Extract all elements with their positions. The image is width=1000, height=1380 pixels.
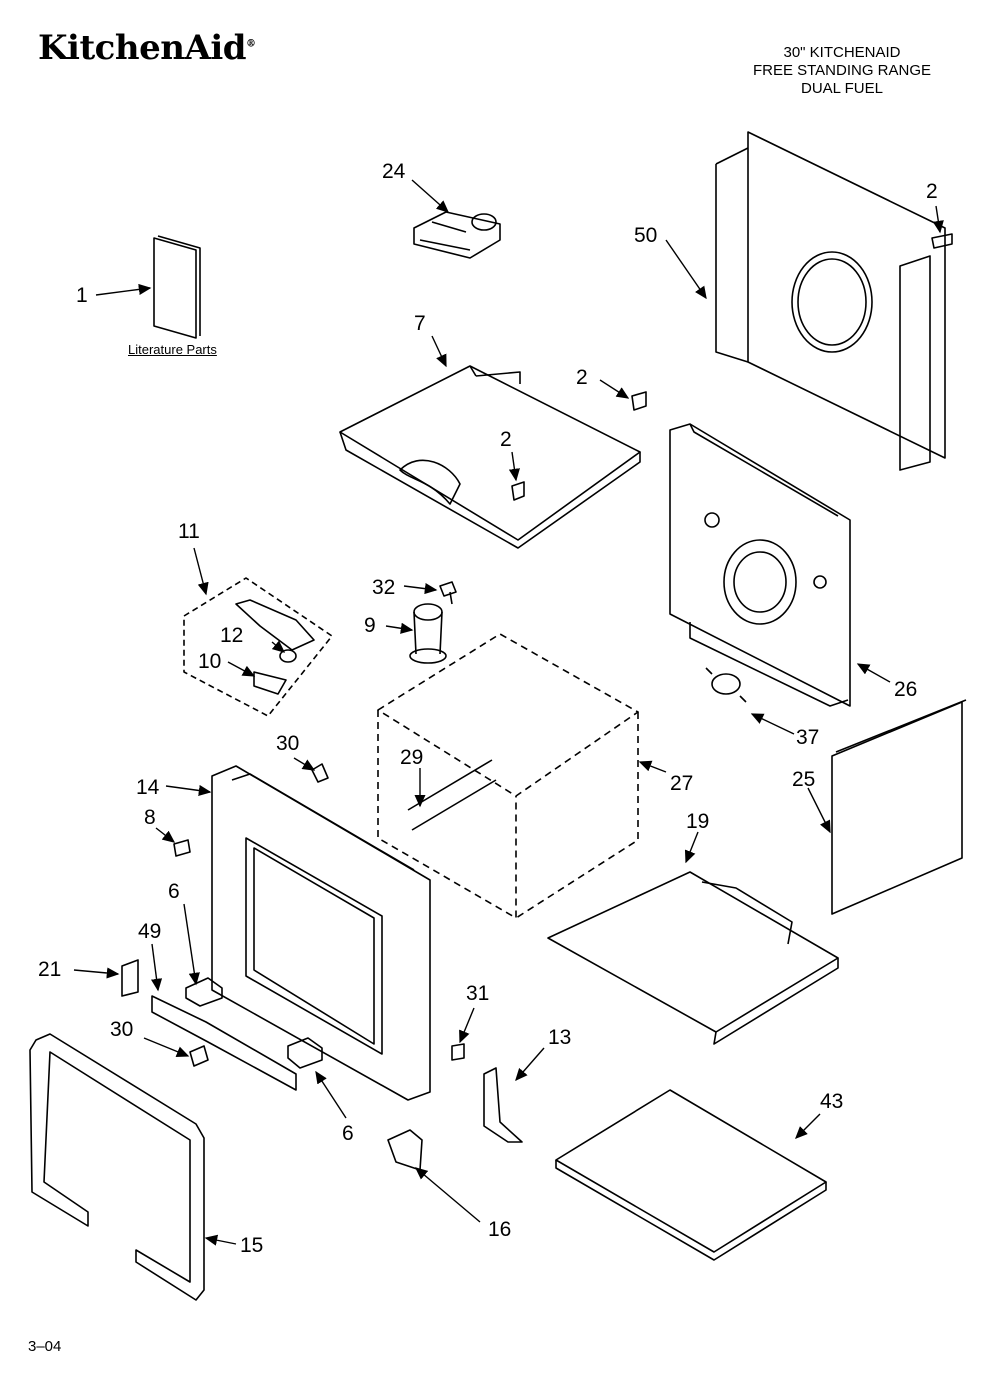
bracket-16 <box>387 1129 423 1171</box>
callout-26: 26 <box>894 678 917 701</box>
callout-37: 37 <box>796 726 819 749</box>
diagram-title: 30" KITCHENAID FREE STANDING RANGE DUAL … <box>722 44 962 98</box>
callout-21: 21 <box>38 958 61 981</box>
callout-32: 32 <box>372 576 395 599</box>
switch-part <box>413 211 501 259</box>
title-line-2: FREE STANDING RANGE <box>752 62 932 79</box>
side-panel <box>831 699 967 915</box>
back-wall-frame <box>669 423 851 707</box>
brand-logo: KitchenAid® <box>38 28 256 68</box>
callout-12: 12 <box>220 624 243 647</box>
callout-11: 11 <box>178 520 200 543</box>
callout-9: 9 <box>364 614 376 637</box>
screw-32 <box>439 581 457 605</box>
light-kit-box <box>183 577 333 717</box>
callout-15: 15 <box>240 1234 263 1257</box>
callout-6-upper: 6 <box>168 880 180 903</box>
callout-50: 50 <box>634 224 657 247</box>
callout-49: 49 <box>138 920 161 943</box>
screws <box>173 233 953 1067</box>
callout-30-lower: 30 <box>110 1018 133 1041</box>
lower-frame <box>555 1089 827 1261</box>
callout-31: 31 <box>466 982 489 1005</box>
oven-cavity <box>377 633 639 919</box>
callout-30-upper: 30 <box>276 732 299 755</box>
callout-19: 19 <box>686 810 709 833</box>
callout-13: 13 <box>548 1026 571 1049</box>
light-kit-parts <box>235 599 315 695</box>
title-line-3: DUAL FUEL <box>801 80 883 97</box>
callout-2-low: 2 <box>500 428 512 451</box>
callout-16: 16 <box>488 1218 511 1241</box>
callout-2-mid: 2 <box>576 366 588 389</box>
top-frame <box>339 365 641 549</box>
callout-14: 14 <box>136 776 160 799</box>
leader-lines <box>73 179 944 1246</box>
literature-parts-label: Literature Parts <box>128 342 217 357</box>
vent-tube <box>409 603 447 664</box>
callout-25: 25 <box>792 768 815 791</box>
callout-8: 8 <box>144 806 156 829</box>
callout-27: 27 <box>670 772 693 795</box>
literature-booklet <box>153 235 201 339</box>
front-frame <box>211 765 431 1101</box>
bracket-13 <box>483 1067 523 1143</box>
cavity-rods <box>407 759 497 831</box>
title-line-1: 30" KITCHENAID <box>783 44 901 61</box>
page-code: 3–04 <box>28 1338 62 1355</box>
insulation-pieces <box>121 959 323 1091</box>
callout-6-lower: 6 <box>342 1122 354 1145</box>
door-gasket <box>29 1033 205 1301</box>
callout-1: 1 <box>76 284 88 307</box>
callout-29: 29 <box>400 746 423 769</box>
rear-panel <box>715 131 946 471</box>
callout-10: 10 <box>198 650 221 673</box>
callout-43: 43 <box>820 1090 843 1113</box>
callout-24: 24 <box>382 160 406 183</box>
thermostat-part <box>705 667 747 703</box>
callout-7: 7 <box>414 312 426 335</box>
callout-2-top: 2 <box>926 180 938 203</box>
callout-numbers: 1 2 2 2 6 6 7 8 9 10 11 12 13 14 15 16 1… <box>38 160 938 1257</box>
oven-bottom <box>547 871 839 1045</box>
